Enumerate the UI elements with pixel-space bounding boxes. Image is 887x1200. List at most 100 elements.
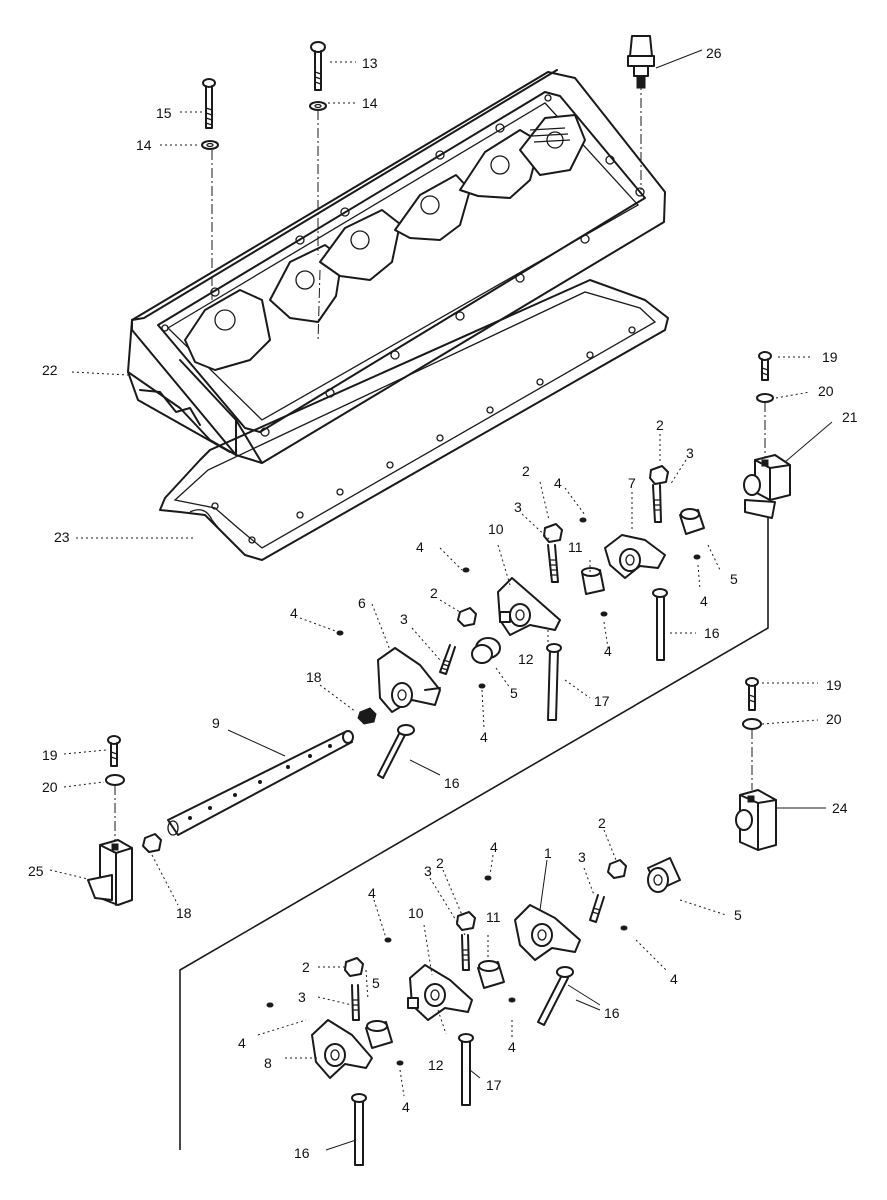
callout-15: 15	[156, 105, 172, 121]
callout-17: 17	[486, 1077, 502, 1093]
bushing-5-lower	[647, 857, 681, 893]
callout-4: 4	[700, 593, 708, 609]
callout-11: 11	[568, 539, 583, 555]
callout-2: 2	[656, 417, 664, 433]
nut-2-lower-right	[607, 859, 627, 879]
bracket-25	[87, 839, 133, 906]
callout-19: 19	[822, 349, 838, 365]
callout-16: 16	[604, 1005, 620, 1021]
callout-11: 11	[486, 909, 501, 925]
rocker-arm-6	[377, 647, 441, 713]
callout-23: 23	[54, 529, 70, 545]
valve-cover-housing	[127, 69, 666, 464]
bushing-5-left	[471, 637, 501, 664]
bolt-19-top	[758, 351, 772, 381]
callout-20: 20	[42, 779, 58, 795]
callout-3: 3	[686, 445, 694, 461]
bushing-11-upper	[581, 567, 605, 595]
callout-5: 5	[730, 571, 738, 587]
pin-4-lower-e	[266, 1002, 274, 1008]
pin-4-lower-a	[484, 875, 492, 881]
callout-24: 24	[832, 800, 848, 816]
callout-3: 3	[424, 863, 432, 879]
rocker-shaft-9	[167, 730, 354, 836]
callout-10: 10	[488, 521, 504, 537]
callout-12: 12	[518, 651, 534, 667]
nut-18-top	[357, 707, 377, 725]
bolt-19-left	[107, 735, 121, 767]
adjust-screw-3-lower-left	[351, 984, 360, 1021]
bolt-19-right	[745, 677, 759, 711]
rocker-arm-1	[514, 904, 581, 961]
callout-16: 16	[704, 625, 720, 641]
pushrod-17-upper	[546, 643, 562, 721]
washer-14-center	[309, 101, 327, 111]
pin-4-upper-b	[600, 611, 608, 617]
callout-2: 2	[302, 959, 310, 975]
callout-4: 4	[670, 971, 678, 987]
rocker-arm-8	[311, 1019, 373, 1079]
callout-18: 18	[176, 905, 192, 921]
callout-10: 10	[408, 905, 424, 921]
callout-5: 5	[734, 907, 742, 923]
callout-4: 4	[490, 839, 498, 855]
callout-16: 16	[294, 1145, 310, 1161]
callout-2: 2	[430, 585, 438, 601]
callout-20: 20	[826, 711, 842, 727]
pin-4-lower-d	[508, 997, 516, 1003]
callout-21: 21	[842, 409, 858, 425]
callout-18: 18	[306, 669, 322, 685]
pin-4-left-b	[478, 683, 486, 689]
callout-3: 3	[578, 849, 586, 865]
adjust-screw-3-upper	[547, 544, 559, 583]
callout-22: 22	[42, 362, 58, 378]
leader-lines	[49, 49, 833, 1151]
callout-5: 5	[372, 975, 380, 991]
nut-2-lower-left	[344, 957, 364, 977]
callout-3: 3	[514, 499, 522, 515]
rocker-arm-10-upper	[497, 577, 561, 636]
pin-4-lower-b	[620, 925, 628, 931]
pin-4-lower-c	[384, 937, 392, 943]
callout-3: 3	[298, 989, 306, 1005]
callout-4: 4	[290, 605, 298, 621]
callout-3: 3	[400, 611, 408, 627]
callout-9: 9	[212, 715, 220, 731]
callout-4: 4	[604, 643, 612, 659]
adjust-screw-3-left	[439, 644, 456, 675]
nut-2-upper	[543, 523, 563, 543]
pin-4-left-a	[336, 630, 344, 636]
adjust-screw-3-lower-center	[461, 934, 470, 971]
bolt-13	[310, 41, 326, 91]
adjust-screw-3-lower-right	[589, 894, 605, 923]
nut-2-right	[649, 465, 669, 485]
callout-2: 2	[522, 463, 530, 479]
callout-12: 12	[428, 1057, 444, 1073]
callout-4: 4	[368, 885, 376, 901]
callout-2: 2	[436, 855, 444, 871]
washer-20-left	[105, 774, 125, 786]
callout-25: 25	[28, 863, 44, 879]
bracket-21	[743, 454, 791, 519]
washer-20-right	[742, 718, 762, 730]
callout-4: 4	[416, 539, 424, 555]
callout-13: 13	[362, 55, 378, 71]
rocker-arm-7	[604, 534, 666, 579]
plate-outline	[179, 518, 769, 1150]
callout-4: 4	[238, 1035, 246, 1051]
callout-14: 14	[136, 137, 152, 153]
callout-19: 19	[826, 677, 842, 693]
callout-26: 26	[706, 45, 722, 61]
adjust-screw-3-right	[652, 484, 662, 523]
callout-17: 17	[594, 693, 610, 709]
breather-fitting-26	[627, 35, 655, 89]
callout-19: 19	[42, 747, 58, 763]
pushrod-16-left	[377, 724, 415, 779]
nut-2-left	[457, 607, 477, 627]
pin-4-right-a	[579, 517, 587, 523]
callout-1: 1	[544, 845, 552, 861]
bushing-11-lower	[477, 960, 505, 989]
nut-18-left	[142, 833, 162, 853]
callout-14: 14	[362, 95, 378, 111]
